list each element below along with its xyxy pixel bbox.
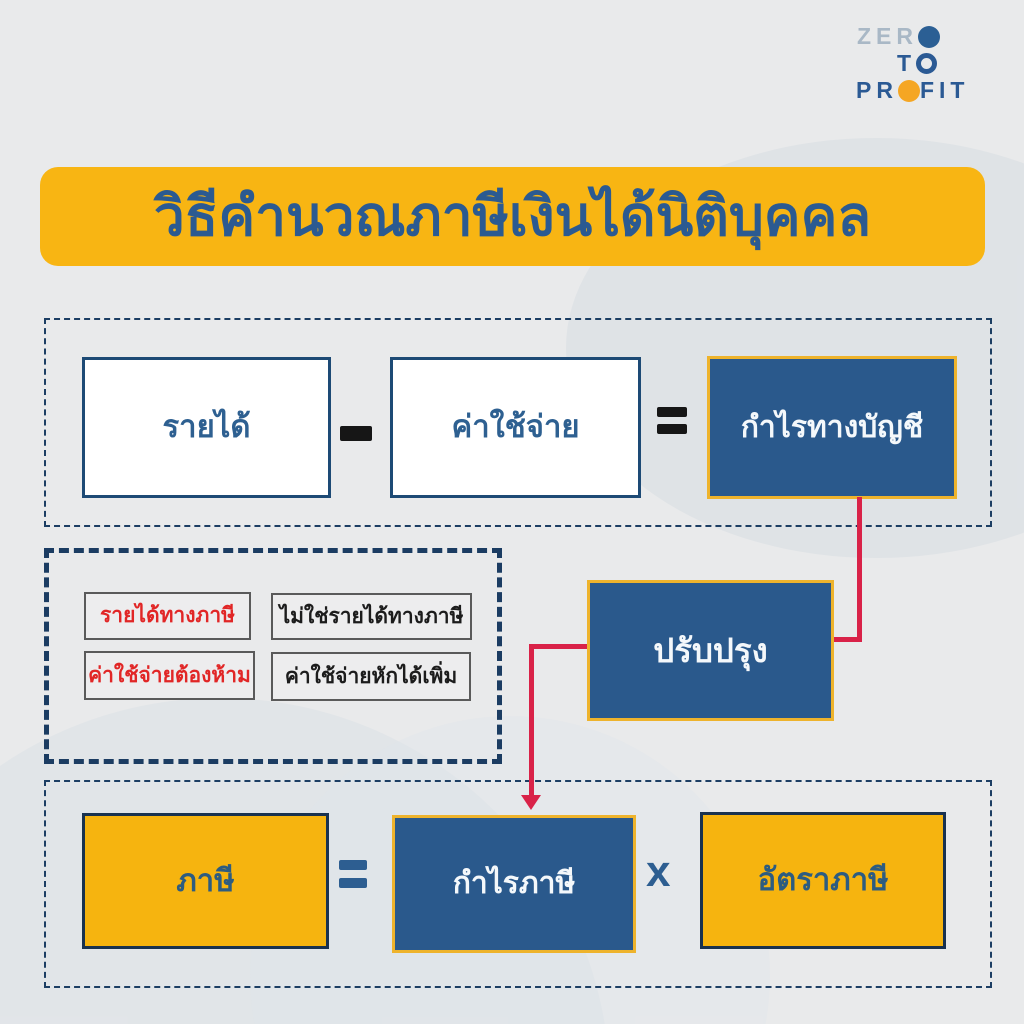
- blue-dot-icon: [918, 25, 940, 48]
- minus-operator: [340, 426, 372, 441]
- adjustment-chip: ค่าใช้จ่ายหักได้เพิ่ม: [271, 652, 471, 701]
- accounting-profit-box: กำไรทางบัญชี: [707, 356, 957, 499]
- logo-line-zero: ZER: [857, 25, 940, 48]
- adjustment-items-section: รายได้ทางภาษี ไม่ใช่รายได้ทางภาษี ค่าใช้…: [44, 548, 502, 764]
- logo-text-fit: FIT: [919, 77, 970, 103]
- tax-rate-label: อัตราภาษี: [757, 862, 889, 898]
- logo-line-profit: PR FIT: [856, 79, 969, 102]
- orange-dot-icon: [897, 79, 920, 102]
- accounting-formula-section: รายได้ ค่าใช้จ่าย กำไรทางบัญชี: [44, 318, 992, 527]
- equals-operator: [339, 860, 367, 888]
- adjustment-chip: ค่าใช้จ่ายต้องห้าม: [84, 651, 255, 700]
- adjust-box: ปรับปรุง: [587, 580, 834, 721]
- adjustment-chip-label: ค่าใช้จ่ายหักได้เพิ่ม: [284, 664, 458, 688]
- income-box: รายได้: [82, 357, 331, 498]
- connector-line: [857, 497, 862, 642]
- tax-box: ภาษี: [82, 813, 329, 949]
- expense-label: ค่าใช้จ่าย: [451, 409, 580, 445]
- logo-line-to: T: [897, 50, 938, 76]
- tax-formula-section: ภาษี กำไรภาษี x อัตราภาษี: [44, 780, 992, 988]
- adjustment-chip-label: ค่าใช้จ่ายต้องห้าม: [88, 663, 251, 687]
- tax-label: ภาษี: [176, 862, 235, 898]
- adjustment-chip-label: รายได้ทางภาษี: [100, 604, 235, 628]
- tax-profit-label: กำไรภาษี: [452, 867, 576, 901]
- adjustment-chip-label: ไม่ใช่รายได้ทางภาษี: [279, 604, 464, 628]
- title-banner: วิธีคำนวณภาษีเงินได้นิติบุคคล: [40, 167, 985, 266]
- connector-line: [529, 644, 589, 649]
- income-label: รายได้: [162, 409, 251, 445]
- ring-circle-icon: [916, 53, 938, 74]
- adjustment-chip: ไม่ใช่รายได้ทางภาษี: [271, 593, 472, 640]
- logo-text-zer: ZER: [857, 23, 918, 49]
- adjust-label: ปรับปรุง: [653, 631, 768, 669]
- tax-rate-box: อัตราภาษี: [700, 812, 946, 949]
- logo-text-t: T: [897, 50, 917, 76]
- expense-box: ค่าใช้จ่าย: [390, 357, 641, 498]
- page-title: วิธีคำนวณภาษีเงินได้นิติบุคคล: [153, 185, 872, 248]
- tax-profit-box: กำไรภาษี: [392, 815, 636, 953]
- equals-operator: [657, 407, 687, 434]
- times-operator: x: [646, 847, 671, 896]
- adjustment-chip: รายได้ทางภาษี: [84, 592, 251, 640]
- connector-line: [529, 644, 534, 797]
- logo-text-pr: PR: [856, 77, 898, 103]
- accounting-profit-label: กำไรทางบัญชี: [740, 410, 924, 444]
- connector-line: [832, 637, 862, 642]
- arrow-down-icon: [521, 795, 541, 810]
